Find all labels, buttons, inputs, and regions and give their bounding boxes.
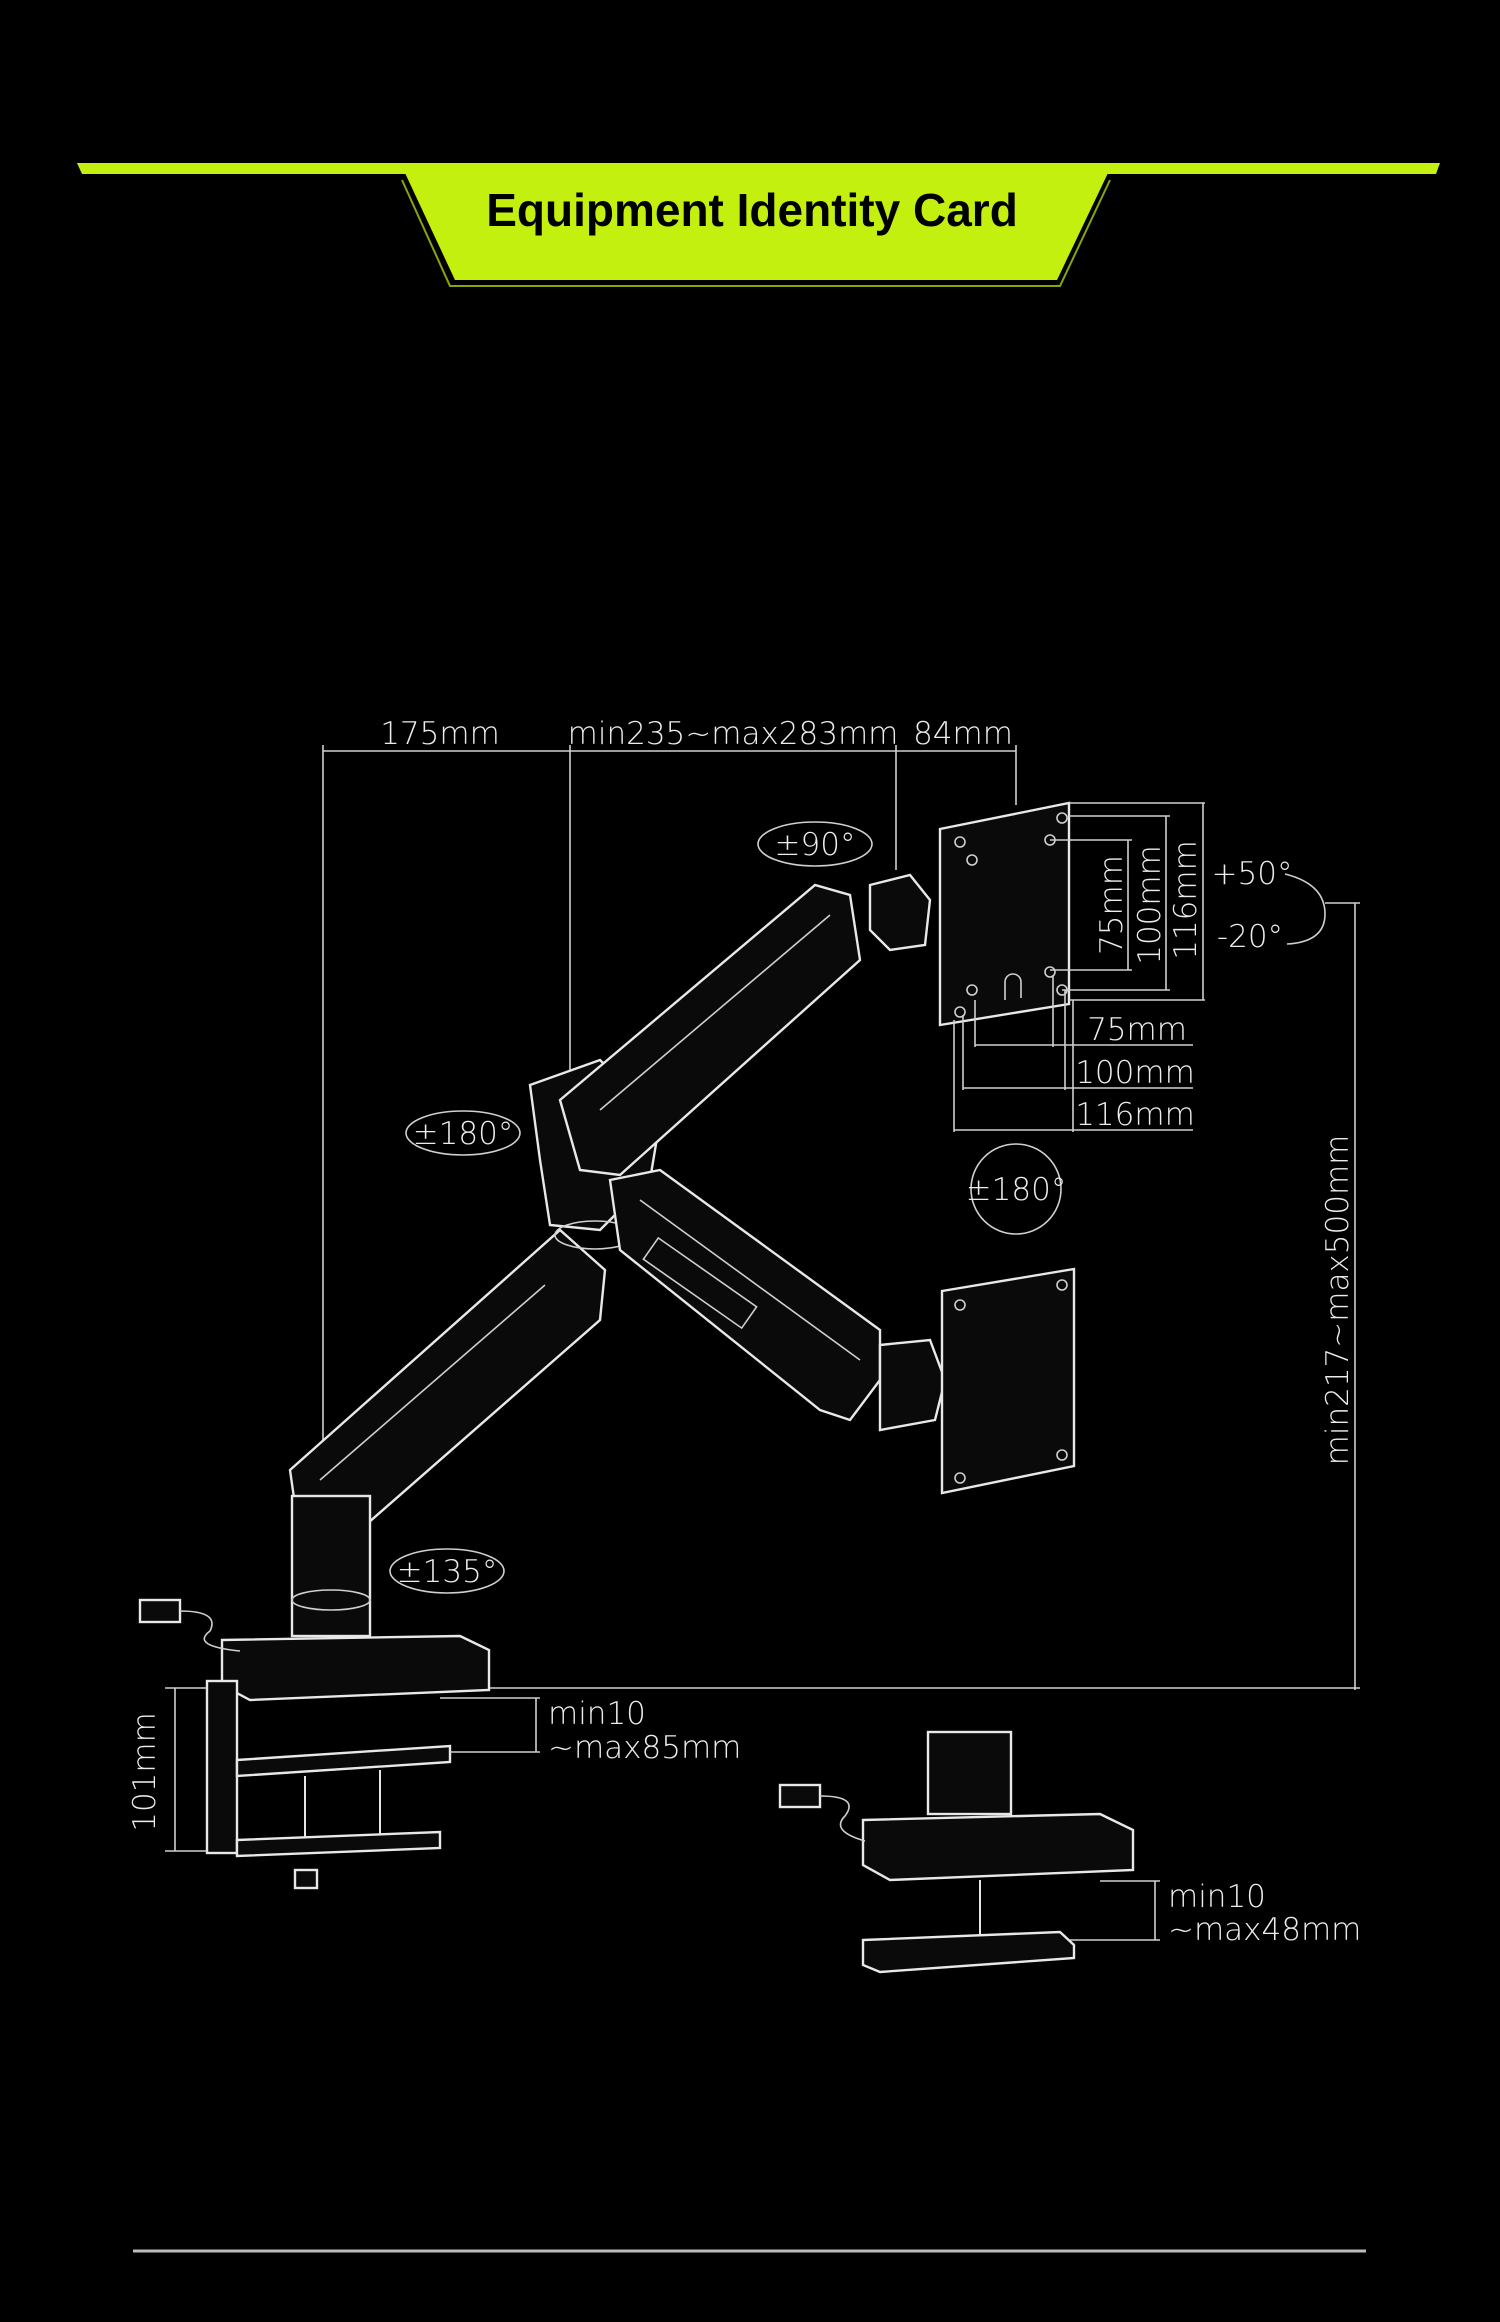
tilt-down-label: -20° [1217,919,1283,955]
header-banner: Equipment Identity Card [77,163,1440,287]
swivel-90-badge: ±90° [757,821,873,867]
clamp-height-label: 101mm [127,1712,163,1832]
arm-length-label: min235~max283mm [568,716,899,752]
grommet-dimension-lines [1070,1880,1160,1941]
svg-text:±180°: ±180° [966,1172,1067,1208]
svg-text:±135°: ±135° [397,1554,498,1590]
arm-upper-segment-lowered [608,1168,947,1432]
vesa-v-100-label: 100mm [1132,845,1168,965]
vesa-v-75-label: 75mm [1094,855,1130,955]
arm-upper-segment [558,873,932,1177]
base-rotation-badge: ±135° [389,1548,505,1594]
tilt-up-label: +50° [1212,856,1293,892]
grommet-max-label: ~max48mm [1168,1912,1361,1948]
tilt-arrow-icon [1284,873,1326,945]
clamp-base-assembly [138,1494,491,1890]
vesa-plate-upper [938,801,1071,1027]
page-title: Equipment Identity Card [486,184,1018,236]
svg-text:±180°: ±180° [413,1116,514,1152]
grommet-base-assembly [778,1730,1135,1974]
grommet-min-label: min10 [1168,1879,1266,1915]
top-dimension-lines [322,745,1017,1450]
height-dimension-lines [489,902,1360,1690]
height-range-label: min217~max500mm [1320,1135,1356,1466]
arm-lower-segment [288,1228,607,1542]
screen-rotation-badge: ±180° [966,1143,1067,1235]
vesa-vertical-dimensions [1050,802,1205,1001]
vesa-horizontal-dimensions [953,975,1193,1132]
vesa-h-100-label: 100mm [1075,1055,1195,1091]
clamp-dimension-lines [165,1687,540,1852]
vesa-plate-lower [940,1267,1076,1495]
arm-offset-label: 175mm [380,716,500,752]
elbow-rotation-badge: ±180° [405,1110,521,1156]
head-offset-label: 84mm [913,716,1013,752]
vesa-h-75-label: 75mm [1087,1012,1187,1048]
vesa-v-116-label: 116mm [1168,840,1204,960]
clamp-max-label: ~max85mm [548,1730,741,1766]
clamp-min-label: min10 [548,1696,646,1732]
vesa-h-116-label: 116mm [1075,1097,1195,1133]
svg-text:±90°: ±90° [775,827,856,863]
